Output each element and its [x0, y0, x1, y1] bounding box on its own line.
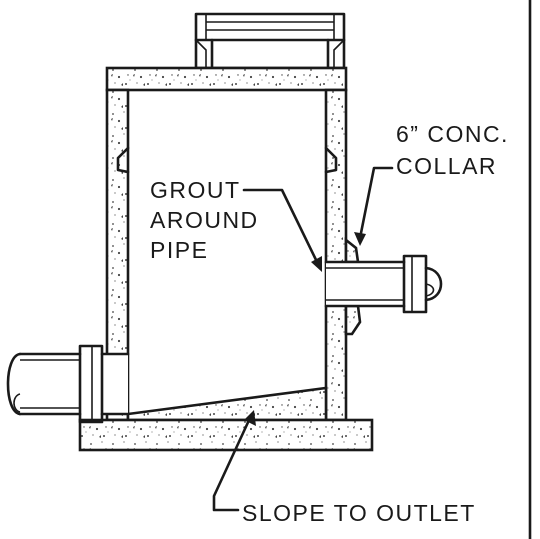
slope-label: SLOPE TO OUTLET	[242, 500, 476, 526]
top-slab	[105, 66, 348, 92]
base-slab	[78, 418, 374, 452]
grate-frame	[194, 12, 346, 70]
left-wall-notch	[116, 146, 130, 174]
right-wall	[324, 88, 348, 422]
collar-leader	[354, 166, 394, 246]
collar-label-line1: 6” CONC.	[396, 121, 509, 147]
concrete-collar	[344, 237, 360, 264]
slope-leader	[212, 410, 256, 512]
grout-label-line1: GROUT	[150, 177, 241, 203]
inlet-pipe	[6, 344, 130, 424]
outlet-pipe	[324, 254, 443, 314]
grout-leader	[242, 188, 322, 272]
grout-label-line2: AROUND	[150, 207, 259, 233]
collar-label-line2: COLLAR	[396, 153, 497, 179]
grout-label-line3: PIPE	[150, 237, 208, 263]
sloped-floor	[126, 386, 328, 422]
right-wall-notch	[324, 146, 338, 174]
